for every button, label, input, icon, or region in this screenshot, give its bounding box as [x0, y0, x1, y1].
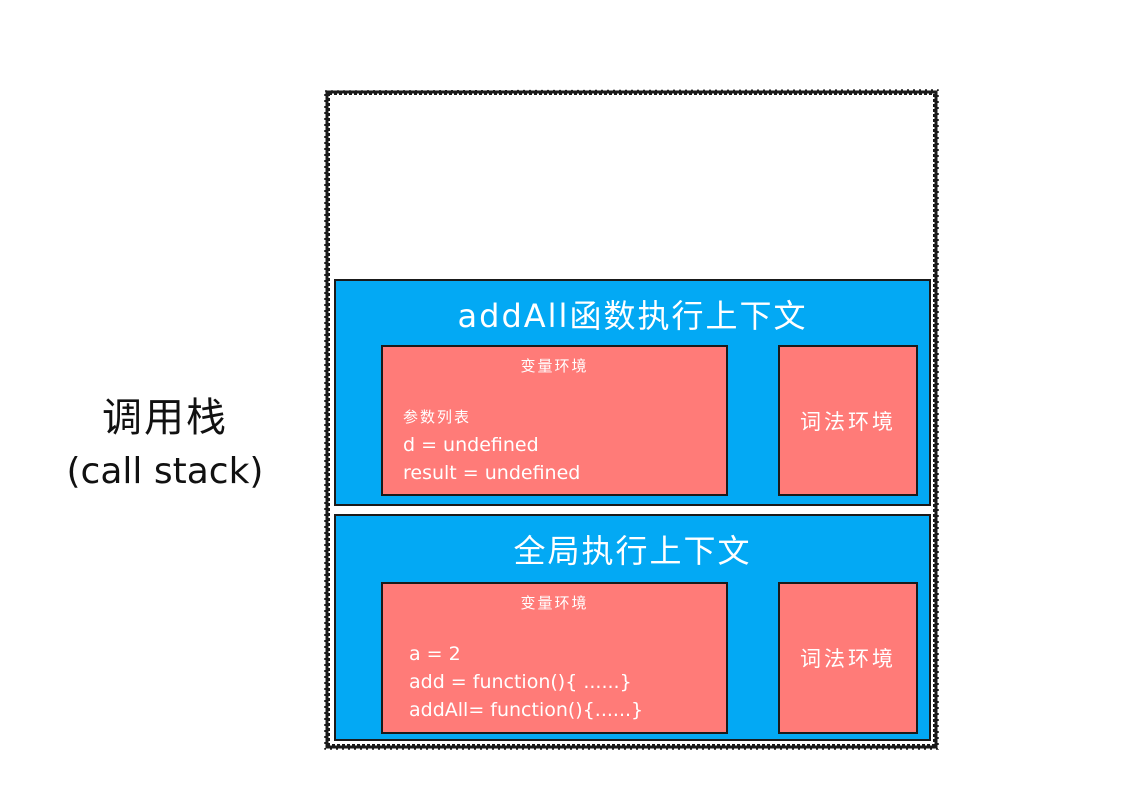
- addall-context-title: addAll函数执行上下文: [457, 297, 808, 335]
- global-context-title: 全局执行上下文: [513, 532, 752, 570]
- global-var-addall: addAll= function(){......}: [409, 699, 644, 721]
- call-stack-container: [324, 89, 939, 750]
- addall-var-result: result = undefined: [403, 462, 581, 484]
- global-lexical-environment: 词法环境: [778, 582, 918, 734]
- addall-variable-list: 参数列表 d = undefined result = undefined: [403, 403, 718, 487]
- call-stack-label-en: (call stack): [66, 451, 264, 492]
- global-variable-environment: 变量环境 a = 2 add = function(){ ......} add…: [381, 582, 728, 734]
- addall-lexical-environment: 词法环境: [778, 345, 918, 496]
- addall-variable-environment: 变量环境 参数列表 d = undefined result = undefin…: [381, 345, 728, 496]
- global-var-a: a = 2: [409, 643, 461, 665]
- addall-execution-context: addAll函数执行上下文 变量环境 参数列表 d = undefined re…: [334, 279, 931, 506]
- call-stack-label-zh: 调用栈: [102, 395, 228, 441]
- addall-variable-environment-title: 变量环境: [520, 357, 589, 375]
- global-variable-list: a = 2 add = function(){ ......} addAll= …: [409, 640, 718, 724]
- global-lexical-environment-label: 词法环境: [800, 647, 896, 671]
- global-execution-context: 全局执行上下文 变量环境 a = 2 add = function(){ ...…: [334, 514, 931, 741]
- global-var-add: add = function(){ ......}: [409, 671, 632, 693]
- addall-var-d: d = undefined: [403, 434, 539, 456]
- addall-param-list-label: 参数列表: [403, 408, 472, 426]
- call-stack-label: 调用栈 (call stack): [40, 390, 290, 498]
- global-variable-environment-title: 变量环境: [520, 594, 589, 612]
- addall-lexical-environment-label: 词法环境: [800, 409, 896, 434]
